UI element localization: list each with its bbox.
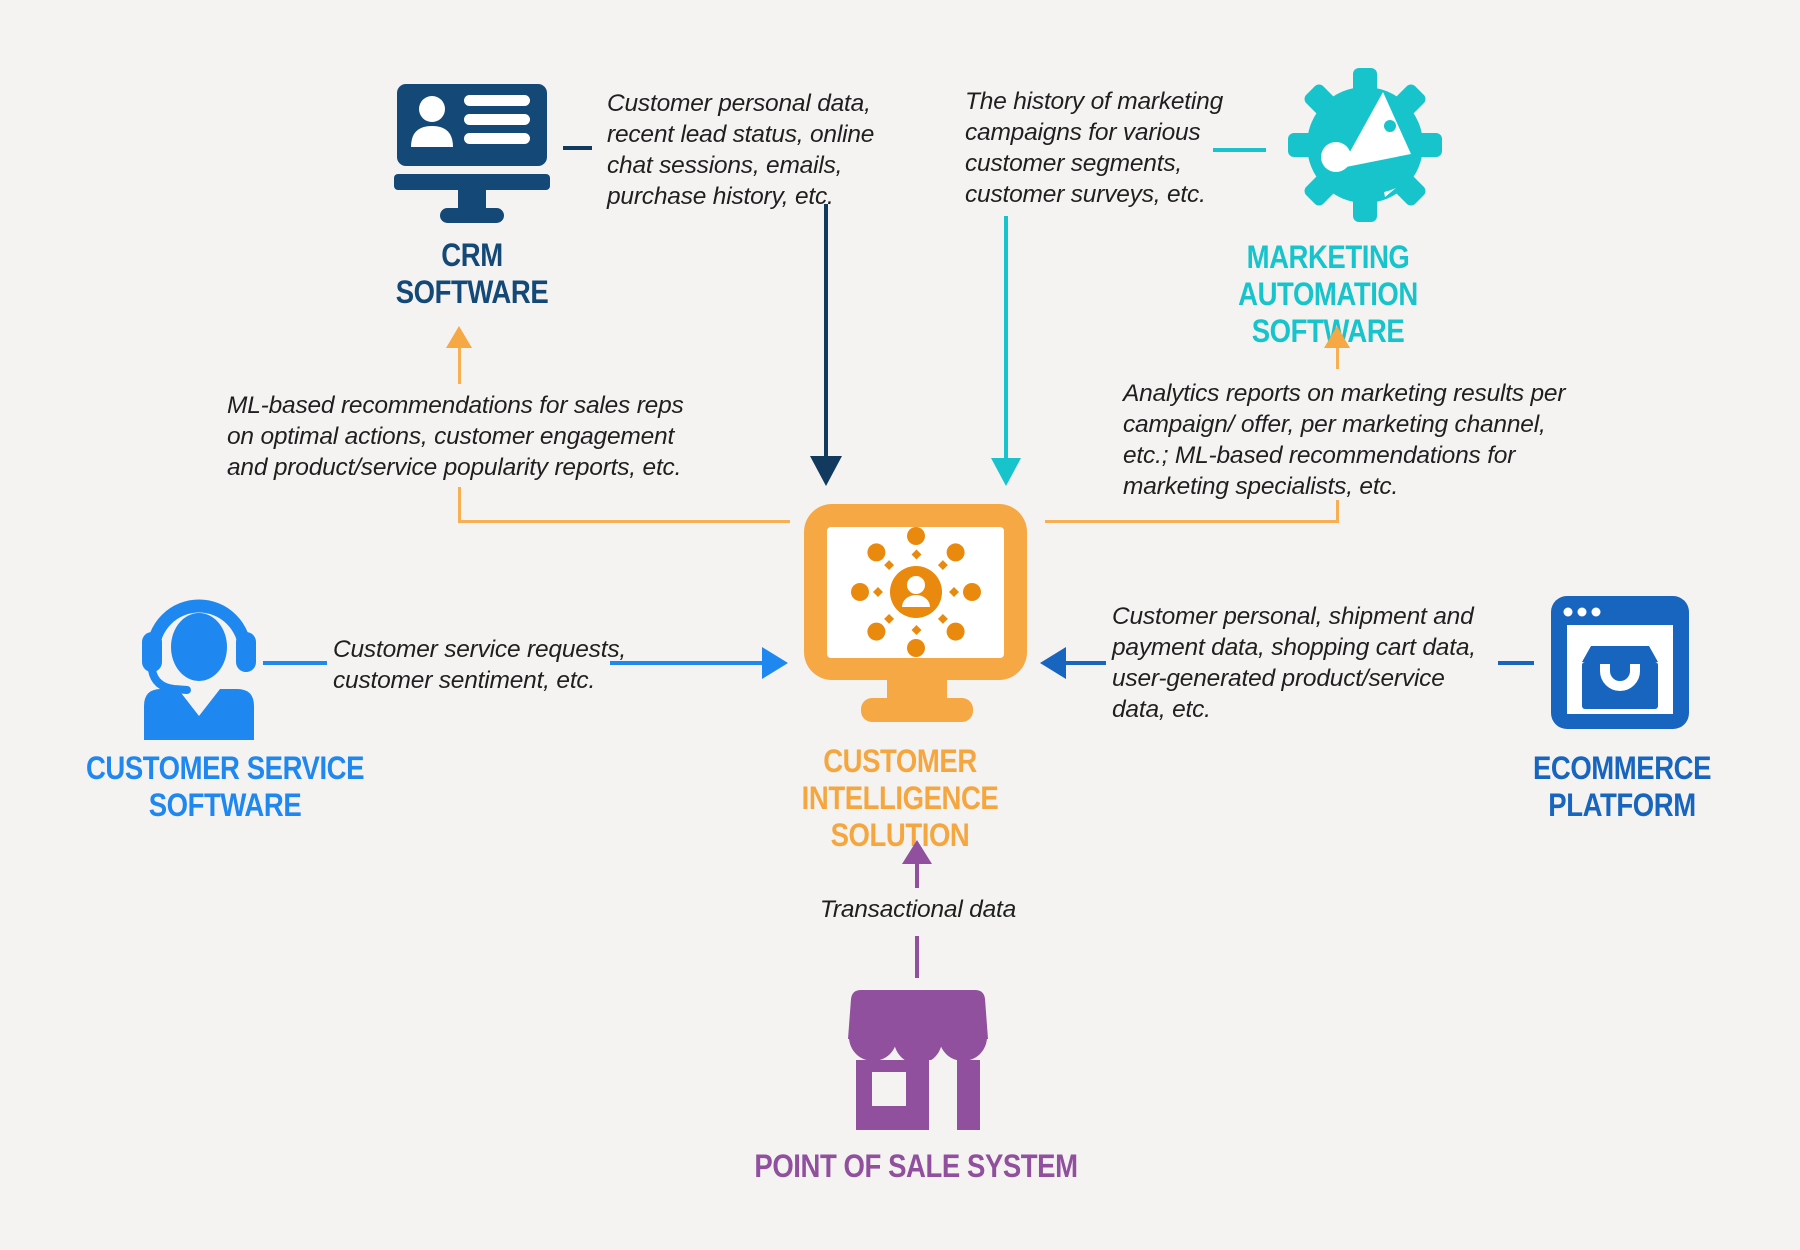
- marketing-to-ci-arrowhead-icon: [991, 458, 1021, 486]
- crm-connector-dash: [563, 146, 592, 150]
- ci-to-marketing-arrowhead-icon: [1324, 326, 1350, 348]
- ecom-to-ci-text: Customer personal, shipment and payment …: [1112, 603, 1476, 723]
- ci-to-crm-text: ML-based recommendations for sales reps …: [227, 392, 684, 481]
- pos-to-ci-arrow-line-lower: [915, 936, 919, 978]
- pos-to-ci-arrow-line-upper: [915, 864, 919, 888]
- ci-to-crm-arrowhead-icon: [446, 326, 472, 348]
- cs-to-ci-arrowhead-icon: [762, 647, 788, 679]
- crm-to-ci-text: Customer personal data, recent lead stat…: [607, 90, 875, 210]
- ecommerce-connector-dash: [1498, 661, 1534, 665]
- customer-intelligence-monitor-icon: [804, 504, 1027, 722]
- marketing-label: MARKETING AUTOMATION SOFTWARE: [1238, 239, 1418, 349]
- ci-to-marketing-arrow-line: [1336, 348, 1339, 369]
- crm-monitor-icon: [394, 84, 550, 223]
- marketing-gear-icon: [1288, 68, 1442, 222]
- ci-to-crm-stub-vertical: [458, 487, 461, 521]
- pos-label: POINT OF SALE SYSTEM: [754, 1148, 1078, 1184]
- ci-to-marketing-text: Analytics reports on marketing results p…: [1123, 380, 1566, 500]
- ci-to-marketing-stub-vertical: [1336, 500, 1339, 523]
- customer-intelligence-label: CUSTOMER INTELLIGENCE SOLUTION: [801, 743, 999, 853]
- ecom-to-ci-arrowhead-icon: [1040, 647, 1066, 679]
- customer-service-agent-icon: [142, 599, 256, 740]
- ecommerce-browser-icon: [1551, 596, 1689, 729]
- marketing-to-ci-arrow-line: [1004, 216, 1008, 458]
- pos-store-icon: [848, 990, 988, 1130]
- crm-to-ci-arrowhead-icon: [810, 456, 842, 486]
- ci-to-crm-arrow-line: [458, 348, 461, 384]
- customer-service-connector-dash: [263, 661, 327, 665]
- marketing-connector-dash: [1213, 148, 1266, 152]
- customer-service-label: CUSTOMER SERVICE SOFTWARE: [85, 750, 365, 823]
- ecom-to-ci-arrow-line: [1066, 661, 1106, 665]
- pos-to-ci-arrowhead-icon: [902, 840, 932, 864]
- marketing-to-ci-text: The history of marketing campaigns for v…: [965, 88, 1224, 208]
- cs-to-ci-arrow-line: [610, 661, 762, 665]
- ci-to-marketing-stub-horizontal: [1045, 520, 1339, 523]
- cs-to-ci-text: Customer service requests, customer sent…: [333, 636, 626, 694]
- ecommerce-label: ECOMMERCE PLATFORM: [1532, 750, 1712, 823]
- ci-to-crm-stub-horizontal: [458, 520, 790, 523]
- crm-to-ci-arrow-line: [824, 204, 828, 458]
- crm-label: CRM SOFTWARE: [395, 237, 549, 310]
- pos-to-ci-text: Transactional data: [819, 896, 1017, 923]
